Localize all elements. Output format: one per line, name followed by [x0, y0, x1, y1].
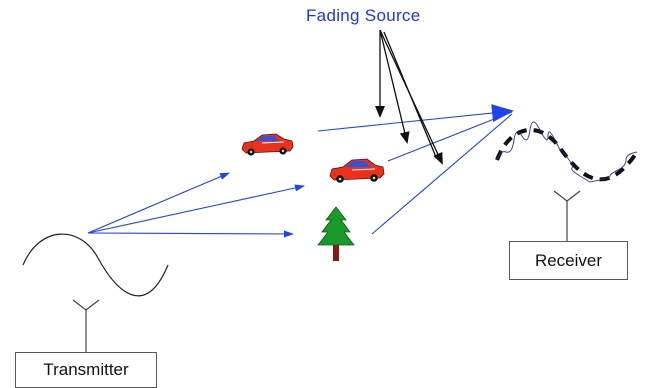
reflected-path-from-tree	[371, 113, 513, 235]
received-wave-icon	[495, 121, 639, 183]
reflected-path-from-car-1	[317, 104, 514, 132]
tree-icon	[317, 206, 355, 261]
reflected-path-from-car-2	[387, 111, 513, 162]
transmitter-box: Transmitter	[15, 352, 157, 388]
transmitter-antenna-icon	[72, 299, 100, 352]
signal-path-to-car-2	[87, 184, 305, 234]
car-icon	[241, 133, 294, 156]
signal-path-to-tree	[87, 230, 294, 238]
receiver-box: Receiver	[509, 241, 628, 280]
signal-path-to-car-1	[87, 172, 230, 234]
fading-source-label: Fading Source	[306, 6, 421, 25]
transmitter-wave-icon	[22, 233, 169, 297]
fading-source-arrows	[375, 29, 443, 165]
car-icon	[329, 158, 385, 183]
receiver-antenna-icon	[553, 190, 581, 241]
